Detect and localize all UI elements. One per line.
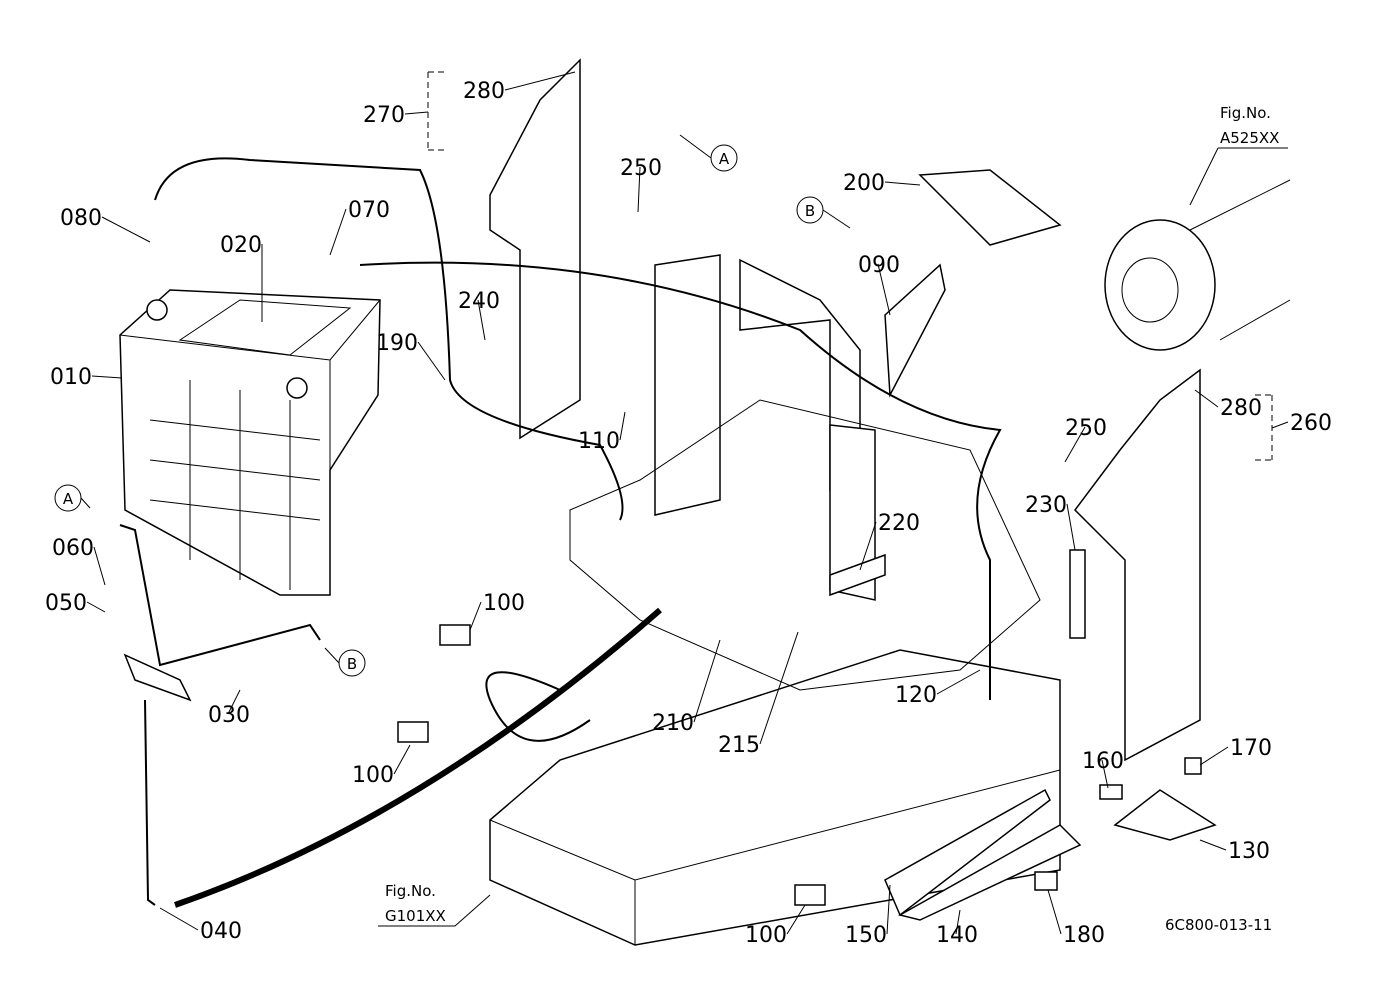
callout-050[interactable]: 050: [45, 591, 87, 616]
battery: [119, 289, 381, 596]
diagram-artwork: [119, 58, 1291, 946]
callout-220[interactable]: 220: [878, 511, 920, 536]
leader-line: [91, 375, 123, 379]
leader-line: [393, 744, 411, 775]
section-marker-letter: A: [63, 490, 74, 508]
leader-line: [693, 639, 721, 723]
leader-line: [877, 263, 891, 316]
section-marker-B[interactable]: B: [796, 196, 851, 229]
callout-230[interactable]: 230: [1025, 493, 1067, 518]
callout-160[interactable]: 160: [1082, 749, 1124, 774]
callout-110[interactable]: 110: [578, 429, 620, 454]
leader-line: [759, 631, 799, 745]
leader-line: [1199, 839, 1227, 851]
leader-line: [86, 601, 106, 613]
section-marker-letter: B: [805, 202, 815, 220]
callout-200[interactable]: 200: [843, 171, 885, 196]
section-marker-letter: A: [719, 150, 730, 168]
leader-line: [1101, 759, 1109, 789]
callout-100[interactable]: 100: [352, 763, 394, 788]
base-mat: [569, 399, 1041, 691]
section-marker-B[interactable]: B: [324, 647, 366, 677]
callout-210[interactable]: 210: [652, 711, 694, 736]
callout-260[interactable]: 260: [1290, 411, 1332, 436]
callout-240[interactable]: 240: [458, 289, 500, 314]
callout-030[interactable]: 030: [208, 703, 250, 728]
rod-030: [119, 524, 321, 667]
leader-line: [1194, 389, 1219, 408]
callout-270[interactable]: 270: [363, 103, 405, 128]
frame: [489, 649, 1061, 946]
leader-line: [101, 216, 151, 243]
leader-line: [404, 111, 429, 115]
callout-180[interactable]: 180: [1063, 923, 1105, 948]
leader-line: [1066, 503, 1076, 551]
leader-line: [936, 669, 981, 695]
fig-ref-number: G101XX: [385, 907, 446, 925]
leader-line: [955, 909, 961, 935]
leader-lines: [86, 71, 1289, 935]
callout-150[interactable]: 150: [845, 923, 887, 948]
leader-line: [417, 341, 446, 381]
leader-line: [786, 904, 806, 935]
plate-130: [1113, 789, 1217, 841]
leader-line: [469, 601, 482, 631]
leader-line: [477, 299, 486, 341]
callout-labels: 280 270 080 020 070 250 200 090 010 190 240 110 280 2…: [45, 79, 1332, 948]
leader-line: [504, 71, 576, 91]
callout-280[interactable]: 280: [1220, 396, 1262, 421]
fig-ref-g101xx[interactable]: Fig.No. G101XX: [378, 882, 491, 927]
leader-line: [227, 689, 241, 715]
callout-190[interactable]: 190: [376, 331, 418, 356]
section-marker-A[interactable]: A: [54, 484, 91, 512]
callout-130[interactable]: 130: [1228, 839, 1270, 864]
callout-215[interactable]: 215: [718, 733, 760, 758]
callout-020[interactable]: 020: [220, 233, 262, 258]
section-marker-A[interactable]: A: [679, 134, 738, 172]
leader-line: [329, 208, 347, 256]
leader-line: [619, 411, 626, 441]
callout-250[interactable]: 250: [620, 156, 662, 181]
cover-panel-left: [489, 58, 581, 440]
leader-line: [886, 884, 891, 935]
cover-panel-right: [1074, 368, 1201, 762]
callout-170[interactable]: 170: [1230, 736, 1272, 761]
leader-line: [1199, 746, 1229, 766]
section-markers: A B A B: [54, 134, 851, 677]
callout-010[interactable]: 010: [50, 365, 92, 390]
leader-line: [1271, 421, 1289, 429]
callout-100[interactable]: 100: [483, 591, 525, 616]
leader-line: [159, 907, 199, 931]
fig-ref-a525xx[interactable]: Fig.No. A525XX: [1189, 104, 1288, 206]
fig-ref-number: A525XX: [1220, 129, 1279, 147]
callout-120[interactable]: 120: [895, 683, 937, 708]
plate-200: [918, 169, 1062, 246]
callout-280[interactable]: 280: [463, 79, 505, 104]
leader-line: [637, 166, 641, 213]
leader-line: [1047, 889, 1062, 935]
callout-080[interactable]: 080: [60, 206, 102, 231]
drawing-code: 6C800-013-11: [1165, 916, 1272, 934]
fig-ref-label: Fig.No.: [1220, 104, 1271, 122]
fig-ref-label: Fig.No.: [385, 882, 436, 900]
leader-line: [93, 546, 106, 586]
callout-070[interactable]: 070: [348, 198, 390, 223]
callout-250[interactable]: 250: [1065, 416, 1107, 441]
leader-line: [859, 521, 877, 571]
callout-040[interactable]: 040: [200, 919, 242, 944]
leader-line: [884, 181, 921, 186]
support-plate: [654, 254, 721, 516]
alternator: [1104, 219, 1216, 351]
callout-090[interactable]: 090: [858, 253, 900, 278]
leader-line: [1064, 426, 1086, 463]
section-marker-letter: B: [347, 655, 357, 673]
callout-100[interactable]: 100: [745, 923, 787, 948]
callout-060[interactable]: 060: [52, 536, 94, 561]
callout-140[interactable]: 140: [936, 923, 978, 948]
